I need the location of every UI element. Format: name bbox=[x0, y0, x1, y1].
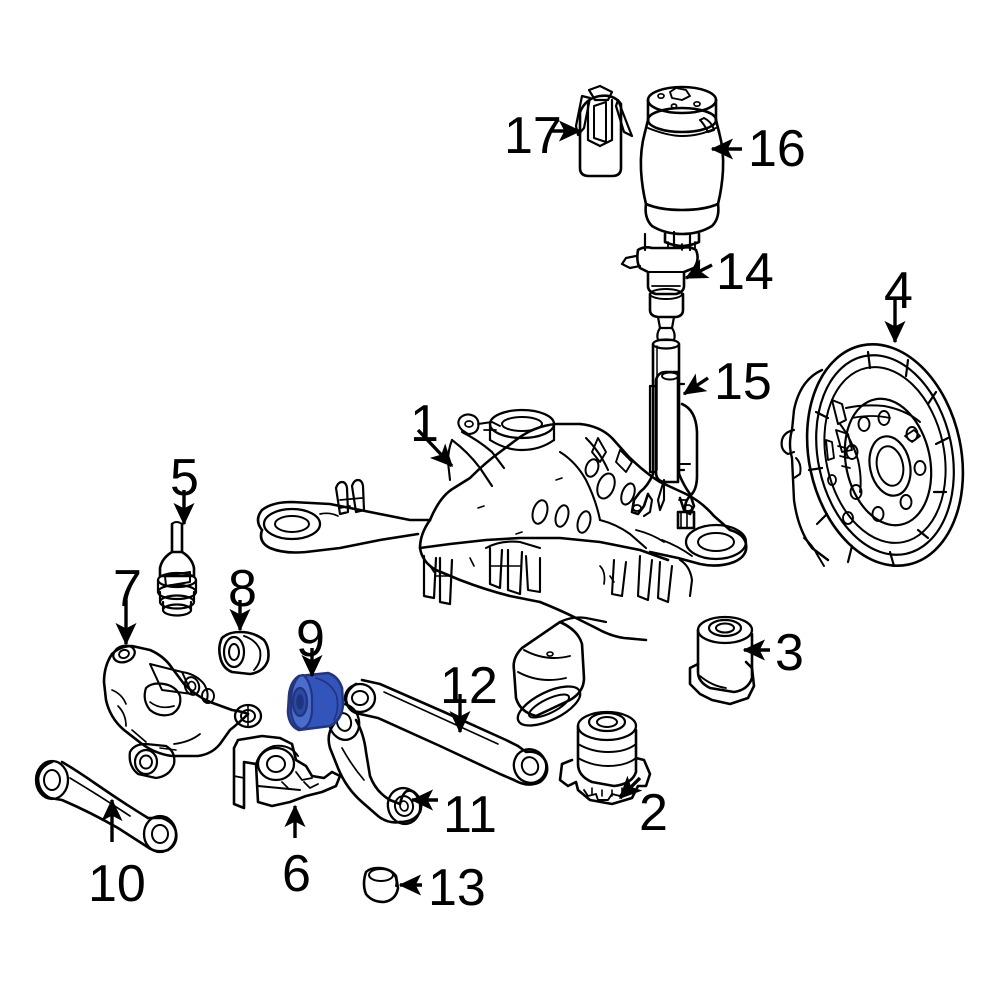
part-3-subframe-bushing bbox=[688, 615, 756, 706]
part-14-shock-upper-mount bbox=[620, 230, 699, 342]
part-4-brake-rotor-assembly bbox=[780, 343, 965, 568]
callout-label-3: 3 bbox=[775, 624, 804, 682]
leader-14 bbox=[684, 259, 713, 280]
callout-leaders bbox=[101, 120, 906, 896]
part-2-differential-mount bbox=[558, 710, 652, 806]
callout-label-9: 9 bbox=[296, 610, 325, 668]
callout-label-14: 14 bbox=[716, 243, 774, 301]
callout-label-8: 8 bbox=[228, 560, 257, 618]
part-12-toe-link bbox=[343, 678, 549, 786]
part-1-rear-subframe bbox=[256, 408, 748, 727]
part-13-bump-stop bbox=[362, 866, 400, 904]
callout-label-2: 2 bbox=[639, 784, 668, 842]
part-8-control-arm-bushing bbox=[218, 630, 270, 676]
callout-label-6: 6 bbox=[282, 845, 311, 903]
callout-label-7: 7 bbox=[113, 560, 142, 618]
leader-1 bbox=[416, 428, 454, 468]
part-17-air-spring-clip bbox=[574, 84, 634, 178]
callout-label-11: 11 bbox=[443, 786, 497, 844]
callout-label-17: 17 bbox=[504, 107, 562, 165]
part-9-highlighted-bushing bbox=[286, 671, 345, 732]
callout-label-12: 12 bbox=[440, 657, 498, 715]
callout-label-4: 4 bbox=[884, 262, 913, 320]
callout-label-1: 1 bbox=[410, 395, 439, 453]
leader-2 bbox=[618, 775, 643, 800]
part-15-level-sensor bbox=[648, 370, 699, 530]
callout-label-13: 13 bbox=[428, 859, 486, 917]
callout-label-16: 16 bbox=[748, 120, 806, 178]
part-7-rear-knuckle bbox=[102, 644, 263, 780]
shock-absorber-body bbox=[630, 338, 696, 518]
part-5-ball-joint bbox=[156, 521, 198, 617]
part-16-air-spring bbox=[639, 85, 725, 251]
part-6-carrier-bracket bbox=[232, 734, 342, 810]
leader-15 bbox=[682, 373, 709, 396]
callout-label-5: 5 bbox=[170, 449, 199, 507]
part-10-camber-link bbox=[34, 759, 178, 854]
callout-label-10: 10 bbox=[88, 855, 146, 913]
part-11-lower-control-arm bbox=[327, 703, 423, 826]
callout-label-15: 15 bbox=[714, 353, 772, 411]
